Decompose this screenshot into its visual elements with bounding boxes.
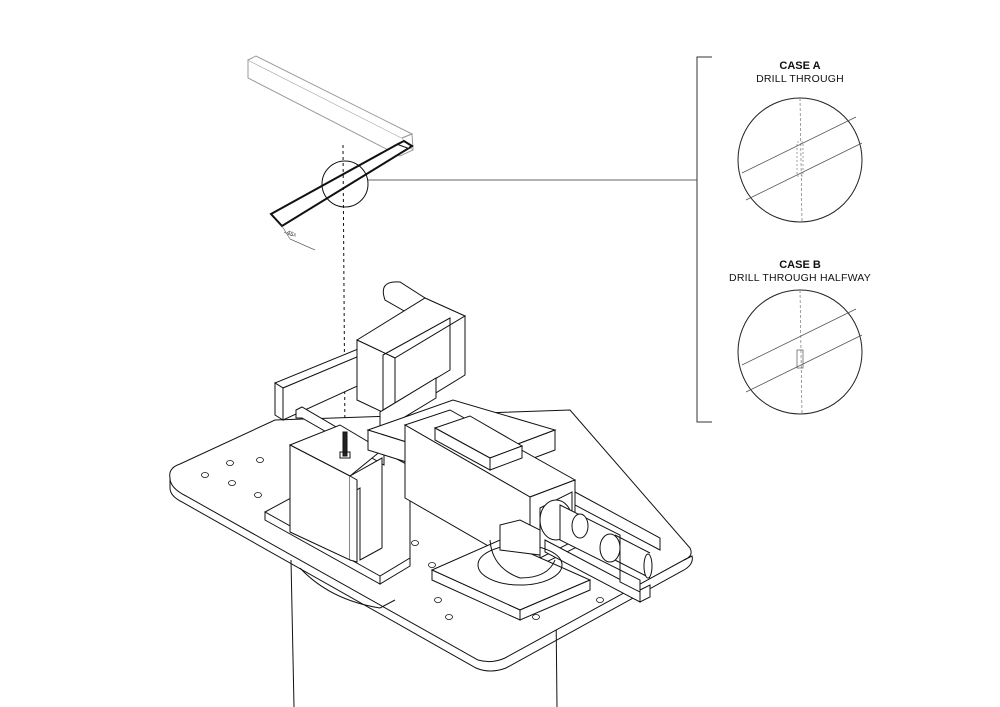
spindle-housing	[366, 399, 653, 579]
detail-circle	[321, 160, 369, 208]
motor-housing	[355, 297, 467, 433]
case-a-description: DRILL THROUGH	[756, 73, 844, 85]
under-motor	[299, 567, 396, 609]
case-b-title: CASE B	[779, 259, 821, 271]
angle-label: 45°	[285, 230, 296, 240]
case-b-label: CASE B DRILL THROUGH HALFWAY	[700, 259, 900, 285]
workpiece-bar-bold	[269, 139, 414, 228]
case-bracket	[696, 56, 712, 423]
case-b-detail	[737, 289, 863, 415]
drill-axis	[342, 144, 346, 439]
lower-mount	[430, 519, 592, 621]
case-a-detail	[737, 97, 863, 223]
workpiece-bar	[247, 55, 414, 157]
case-b-description: DRILL THROUGH HALFWAY	[729, 272, 871, 284]
side-rails	[544, 491, 661, 603]
case-a-title: CASE A	[779, 60, 821, 72]
machine	[169, 281, 693, 707]
case-a-label: CASE A DRILL THROUGH	[700, 60, 900, 86]
angle-indicator	[281, 225, 316, 251]
